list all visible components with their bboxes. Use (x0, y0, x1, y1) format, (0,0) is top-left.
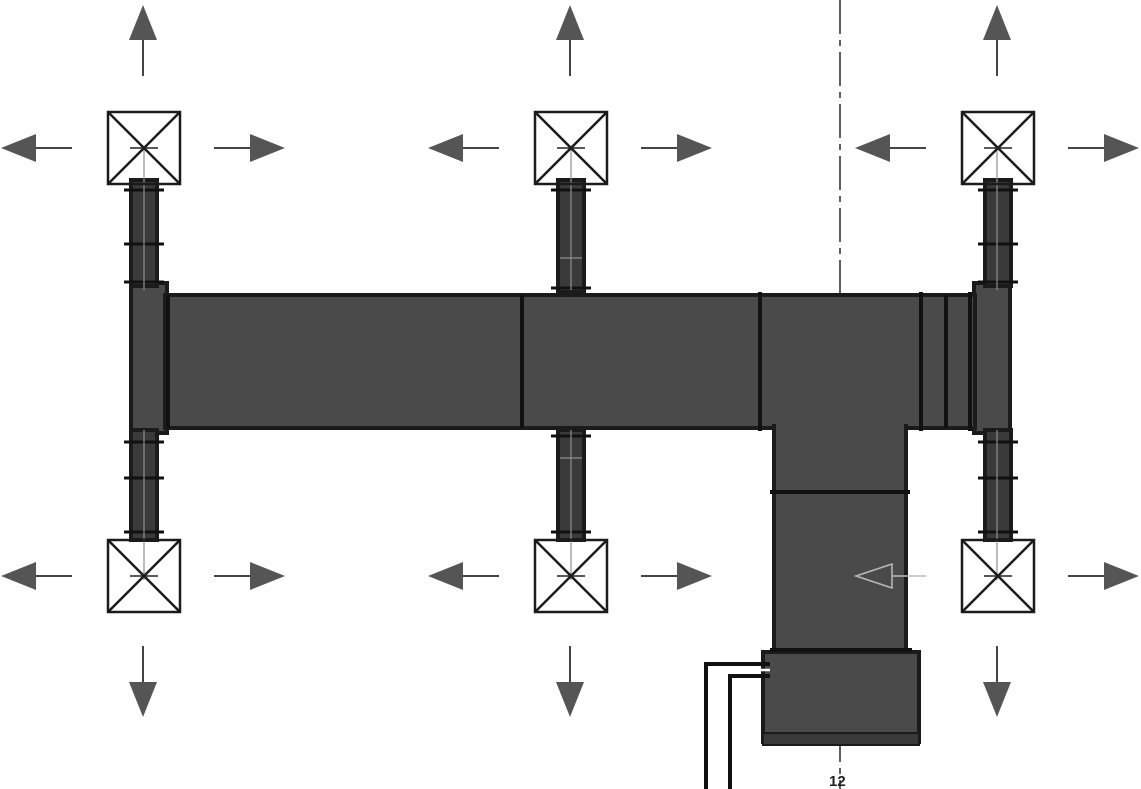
supply-pipe-inner (712, 668, 770, 789)
airflow-direction-arrow-icon (213, 561, 286, 591)
tee-fill (776, 424, 904, 430)
ductwork (124, 150, 1018, 789)
airflow-direction-arrow-icon (982, 645, 1012, 718)
airflow-direction-arrow-icon (640, 561, 713, 591)
airflow-direction-arrow-icon (0, 133, 73, 163)
airflow-direction-arrow-icon (0, 561, 73, 591)
main-trunk-duct (163, 293, 977, 430)
airflow-direction-arrow-icon (853, 562, 926, 590)
diffuser-inner-marks (130, 147, 1012, 577)
flex-duct-centerlines (143, 150, 998, 580)
airflow-direction-arrow-icon (213, 133, 286, 163)
air-handling-unit (761, 650, 921, 744)
diffusers (106, 110, 1036, 614)
airflow-direction-arrow-icon (427, 133, 500, 163)
flex-duct-bottom-right (983, 428, 1013, 542)
left-branch-duct (129, 281, 169, 435)
airflow-arrows (0, 4, 1140, 718)
air-handling-unit-lip (762, 732, 920, 746)
airflow-direction-arrow-icon (1067, 561, 1140, 591)
airflow-direction-arrow-icon (427, 561, 500, 591)
flex-duct-top-right (983, 178, 1013, 288)
airflow-direction-arrow-icon (1067, 133, 1140, 163)
airflow-direction-arrow-icon (854, 133, 927, 163)
supply-pipe (704, 662, 770, 789)
equipment-tag-label: 12 (829, 773, 846, 789)
airflow-direction-arrow-icon (128, 4, 158, 77)
airflow-direction-arrow-icon (640, 133, 713, 163)
airflow-direction-arrow-icon (555, 4, 585, 77)
airflow-direction-arrow-icon (555, 645, 585, 718)
return-pipe (728, 674, 770, 789)
airflow-direction-arrow-icon (982, 4, 1012, 77)
down-trunk-duct (772, 424, 908, 654)
airflow-direction-arrow-icon (128, 645, 158, 718)
right-branch-duct (972, 281, 1012, 435)
